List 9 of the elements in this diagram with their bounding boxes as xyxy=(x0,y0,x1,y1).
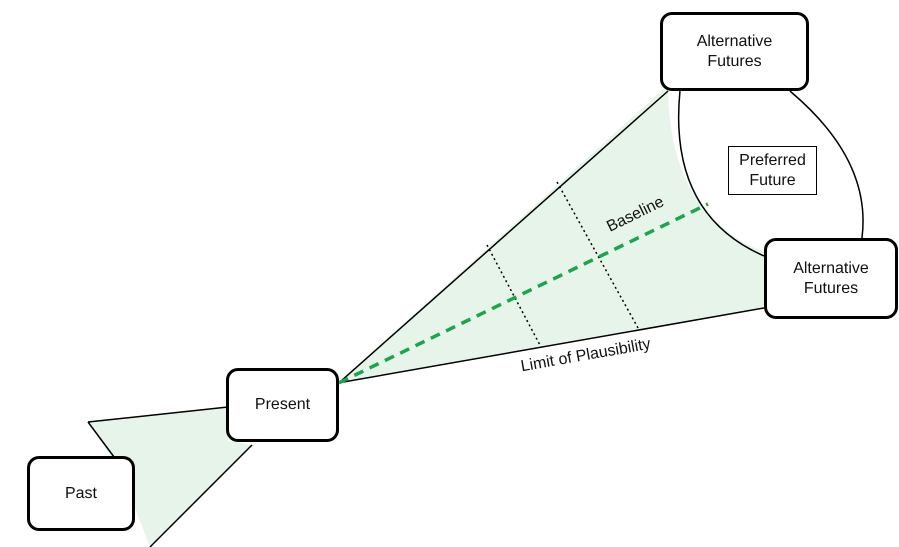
connector-line xyxy=(789,90,864,238)
stage-box: Present xyxy=(226,368,339,442)
stage-box: Alternative Futures xyxy=(764,238,898,319)
stage-box: Past xyxy=(27,456,135,531)
stage-box: Alternative Futures xyxy=(660,12,809,91)
boundary-label: Limit of Plausibility xyxy=(519,336,652,376)
baseline-line xyxy=(338,202,709,384)
connector-line xyxy=(678,90,764,257)
label-box: Preferred Future xyxy=(728,146,817,195)
